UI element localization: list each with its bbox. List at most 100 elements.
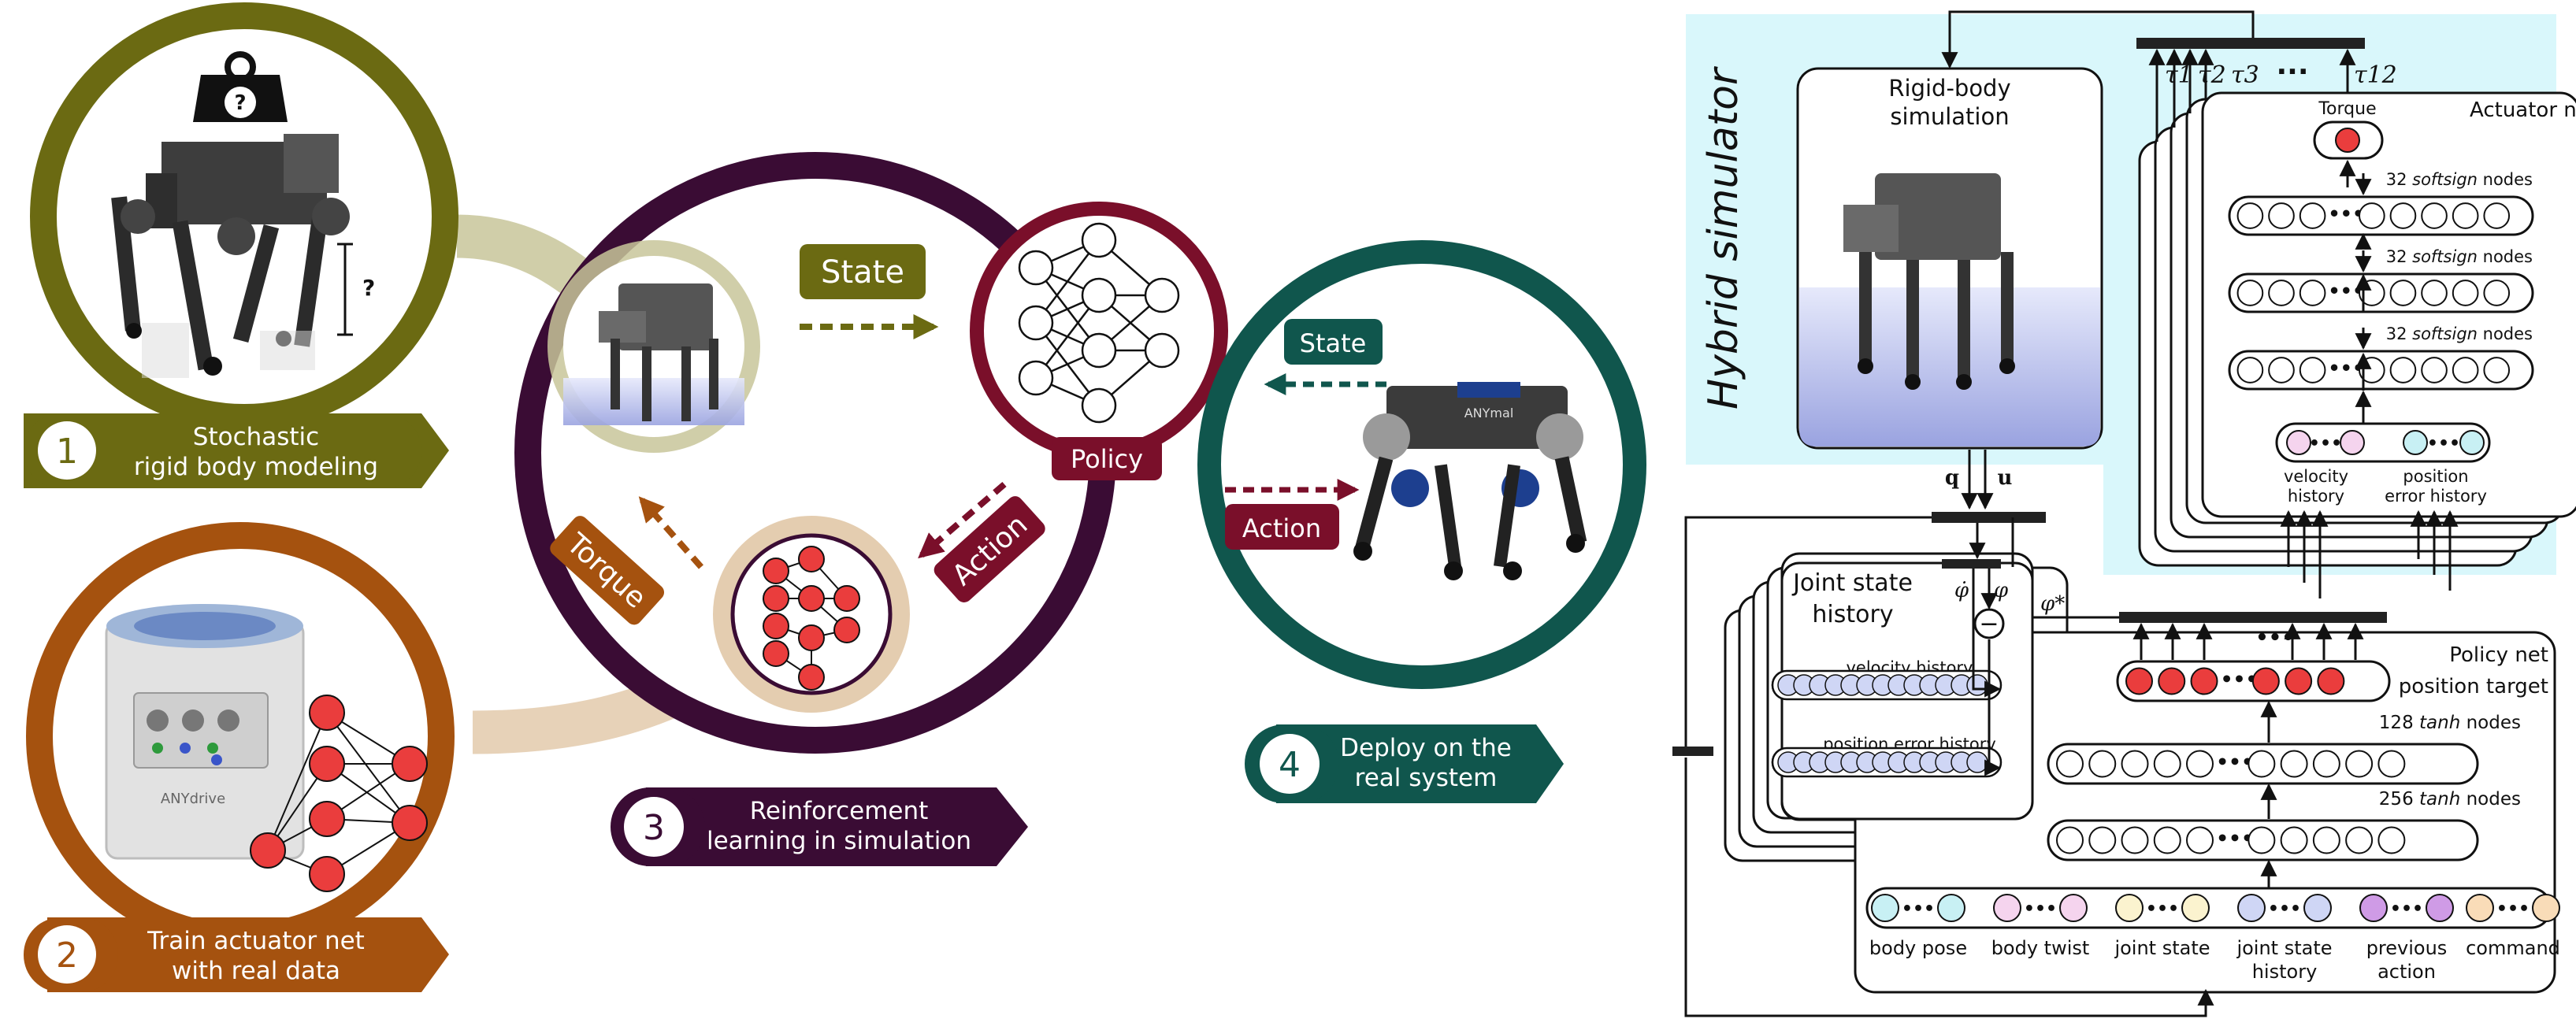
actuator-hidden-layers: 32 softsign nodes ••• 32 softsign nodes •••… [2228,170,2534,598]
tanh-layer: ••• [2047,819,2479,861]
history-node-rows-front [1771,669,2003,778]
policy-label-box [1052,437,1162,480]
network-node [2483,357,2511,383]
node-ellipsis: ••• [2268,899,2301,919]
softsign-layer: ••• [2228,195,2534,236]
network-node [2299,202,2326,229]
real-state-label: State [1300,328,1367,358]
output-ellipsis: ••• [2255,626,2295,650]
network-node [2268,357,2295,383]
policy-input-label-line1: command [2466,937,2560,959]
tanh-layer-label: 256 tanh nodes [2379,789,2521,810]
network-node [2268,280,2295,306]
network-node [2299,357,2326,383]
torque-output-node [2335,128,2360,153]
anymal-logo-text: ANYmal [1464,406,1514,421]
policy-input-label-line2: history [2252,961,2318,983]
policy-input-label-line1: body pose [1869,937,1967,959]
node-ellipsis: ••• [2221,668,2259,691]
step4-real-system-circle: State Action ANYmal [1197,240,1646,689]
actuator-input-node [2340,430,2365,455]
network-node [2483,280,2511,306]
network-node [2251,667,2280,695]
policy-input-label-line1: joint state [2114,937,2210,959]
node-ellipsis: ••• [2216,827,2254,850]
network-node [2452,202,2479,229]
network-node [2317,667,2345,695]
real-anymal-robot-illustration: ANYmal [1353,382,1587,580]
policy-input-node [2466,894,2494,922]
actuator-input-position-line2: error history [2385,487,2487,506]
step3-banner: 3 Reinforcement learning in simulation [611,787,1028,866]
rigid-body-title-line1: Rigid-body [1888,75,2010,102]
network-node [2452,357,2479,383]
actuator-network-illustration [250,695,428,892]
rigid-body-robot-illustration [111,134,350,378]
anydrive-actuator-illustration: ANYdrive [105,604,305,860]
network-node [2248,826,2276,854]
policy-input-label-line1: body twist [1991,937,2090,959]
step3-title-line1: Reinforcement [750,797,929,825]
step4-title-line2: real system [1355,764,1498,792]
phi-label-front: φ [1994,579,2009,602]
tanh-layer: ••• [2047,743,2479,785]
q-label: q [1945,466,1959,490]
step2-title-line1: Train actuator net [147,927,365,955]
step3-rl-circle: State Policy Action [514,152,1228,754]
network-node [2190,667,2218,695]
step2-actuator-circle: ANYdrive [26,522,455,950]
network-node [2312,826,2340,854]
subtract-symbol-front: − [1979,610,1999,638]
policy-input-node [2426,894,2454,922]
network-node [2088,826,2117,854]
network-node [2236,357,2264,383]
network-node [2280,750,2308,778]
step1-banner: 1 Stochastic rigid body modeling [24,413,449,488]
actuator-input-node [2459,430,2485,455]
step1-number: 1 [56,432,78,472]
torque-merge-bar [2136,38,2365,49]
network-node [2299,280,2326,306]
tanh-layer-label: 128 tanh nodes [2379,713,2521,733]
softsign-layer: ••• [2228,350,2534,391]
history-node [1966,674,1988,696]
network-node [2280,826,2308,854]
network-node [2056,826,2084,854]
policy-input-node [2532,894,2560,922]
policy-input-node [1871,894,1899,922]
policy-input-node [1993,894,2021,922]
step2-title-line2: with real data [172,957,340,985]
node-ellipsis: ••• [2146,899,2179,919]
network-node [2121,750,2149,778]
real-action-label-box [1225,504,1339,550]
node-ellipsis: ••• [2328,203,2364,225]
u-label: u [1998,466,2013,490]
policy-net-title: Policy net [2449,643,2548,667]
tau-ellipsis: ··· [2276,56,2308,88]
policy-input-node [2237,894,2266,922]
network-node [2345,750,2374,778]
feedback-merge-bar [1672,747,1713,756]
actuator-net-title: Actuator net [2470,98,2576,122]
action-label-box [934,496,1045,603]
history-row [1771,669,2003,701]
softsign-layer-label: 32 softsign nodes [2386,170,2533,189]
position-target-label: position target [2399,675,2548,698]
step4-title-line1: Deploy on the [1340,734,1512,762]
step3-title-line2: learning in simulation [707,827,971,855]
node-ellipsis: ••• [2216,750,2254,773]
joint-state-history-title-line2-front: history [1812,601,1893,628]
hybrid-simulator-title: Hybrid simulator [1700,65,1747,409]
network-node [2153,750,2181,778]
tau-2-label: τ2 [2198,61,2226,89]
network-node [2452,280,2479,306]
phi-dot-label-front: φ̇ [1954,579,1969,602]
actuator-input-node [2403,430,2428,455]
position-target-layer: ••• [2116,660,2391,702]
softsign-layer-label: 32 softsign nodes [2386,247,2533,266]
network-node [2236,280,2264,306]
node-ellipsis: ••• [2427,434,2460,454]
actuator-input-velocity-line1: velocity [2284,467,2348,486]
length-question-mark: ? [362,275,375,301]
history-node [1966,751,1988,773]
